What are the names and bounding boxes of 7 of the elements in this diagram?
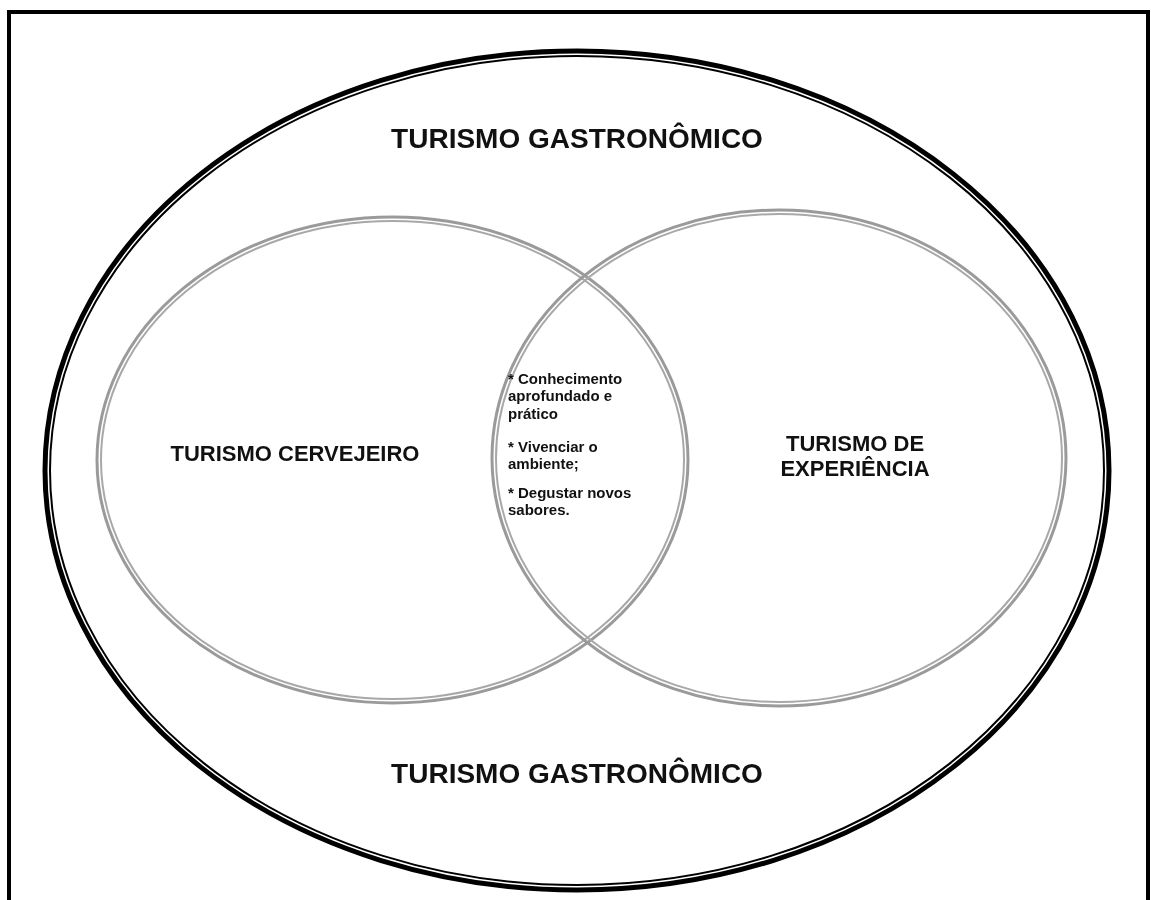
node-title: TURISMO GASTRONÔMICO	[390, 123, 764, 156]
node-title: TURISMO GASTRONÔMICO	[390, 758, 764, 791]
node-title: TURISMO DE EXPERIÊNCIA	[779, 431, 931, 482]
intersection-note: * Degustar novos sabores.	[508, 484, 633, 519]
intersection-note: * Vivenciar o ambiente;	[508, 438, 599, 473]
intersection-note: * Conhecimento aprofundado e prático	[508, 370, 624, 422]
node-title: TURISMO CERVEJEIRO	[169, 441, 421, 467]
